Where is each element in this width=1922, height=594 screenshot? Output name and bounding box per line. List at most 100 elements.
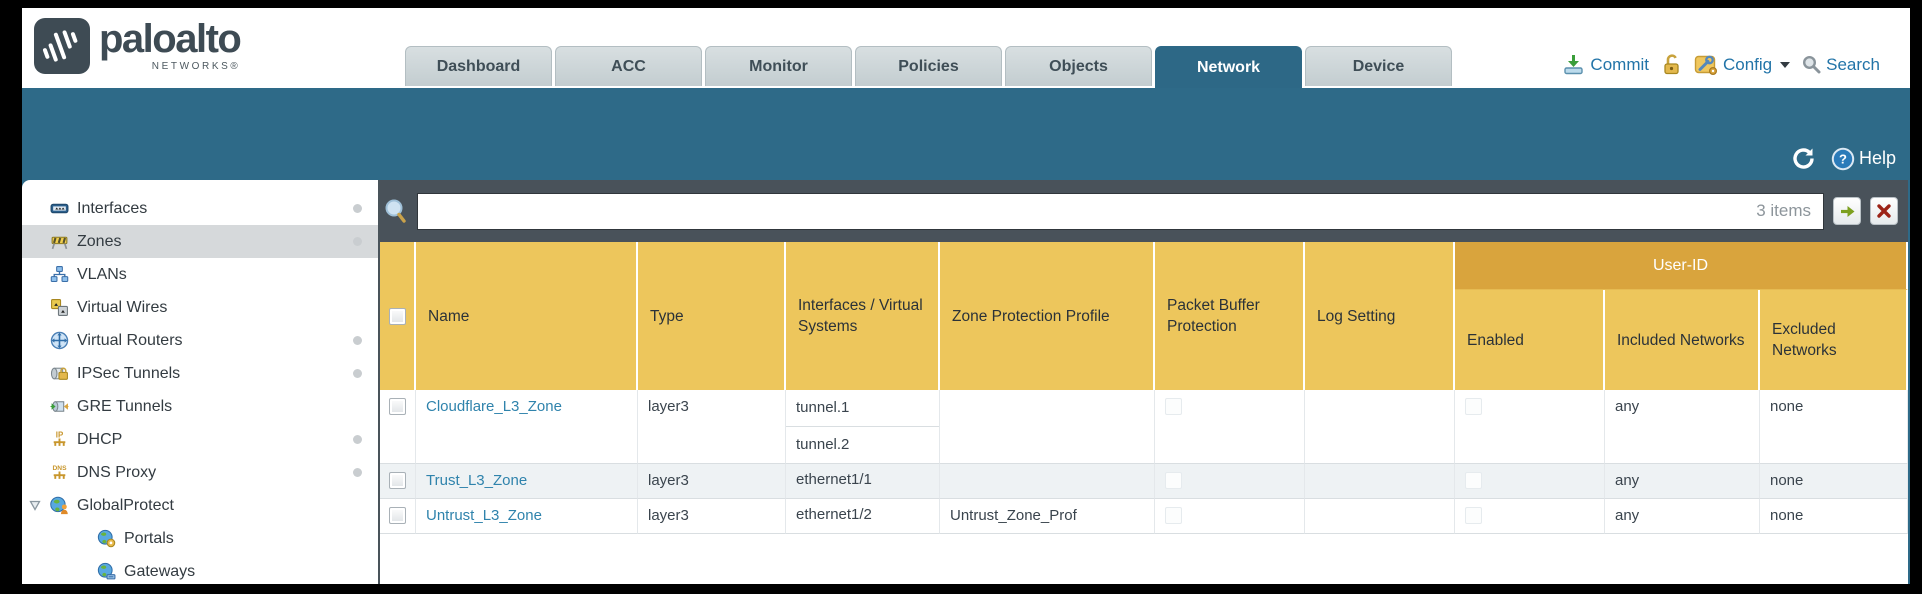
sidebar-item-dns-proxy[interactable]: DNS DNS Proxy xyxy=(22,456,378,489)
filter-input[interactable] xyxy=(417,192,1824,230)
commit-icon xyxy=(1562,53,1585,76)
sidebar-item-gateways[interactable]: Gateways xyxy=(22,555,378,584)
sidebar-item-label: DNS Proxy xyxy=(77,463,157,481)
packet-buffer-protection-checkbox xyxy=(1165,472,1182,489)
tab-policies[interactable]: Policies xyxy=(855,46,1002,86)
col-header-interfaces[interactable]: Interfaces / Virtual Systems xyxy=(786,242,940,390)
sidebar-item-label: Virtual Wires xyxy=(77,298,168,316)
row-checkbox[interactable] xyxy=(389,507,406,524)
brand-logo: paloalto NETWORKS® xyxy=(34,17,242,74)
search-label: Search xyxy=(1826,54,1880,74)
sidebar-item-virtual-routers[interactable]: Virtual Routers xyxy=(22,324,378,357)
user-id-enabled-cell xyxy=(1455,499,1605,534)
user-id-enabled-cell xyxy=(1455,390,1605,464)
config-menu[interactable]: Config xyxy=(1694,53,1791,76)
tab-network[interactable]: Network xyxy=(1155,46,1302,88)
gre-tunnels-icon xyxy=(49,397,69,417)
commit-label: Commit xyxy=(1590,54,1649,74)
zone-type-cell: layer3 xyxy=(638,390,786,464)
sidebar-item-label: Portals xyxy=(124,529,174,547)
status-dot xyxy=(353,468,362,477)
sidebar-item-label: Zones xyxy=(77,232,122,250)
packet-buffer-protection-checkbox xyxy=(1165,398,1182,415)
sidebar-item-label: GRE Tunnels xyxy=(77,397,173,415)
user-id-enabled-checkbox xyxy=(1465,472,1482,489)
excluded-networks-cell: none xyxy=(1760,499,1908,534)
commit-button[interactable]: Commit xyxy=(1562,53,1649,76)
tab-acc[interactable]: ACC xyxy=(555,46,702,86)
sidebar-item-label: Gateways xyxy=(124,562,196,580)
row-checkbox[interactable] xyxy=(389,398,406,415)
status-dot xyxy=(353,435,362,444)
col-header-name[interactable]: Name xyxy=(416,242,638,390)
excluded-networks-cell: none xyxy=(1760,390,1908,464)
status-dot xyxy=(353,237,362,246)
search-icon-top xyxy=(1802,55,1821,74)
col-header-log-setting[interactable]: Log Setting xyxy=(1305,242,1455,390)
tab-device[interactable]: Device xyxy=(1305,46,1452,86)
log-setting-cell xyxy=(1305,499,1455,534)
top-actions: Commit Config xyxy=(1562,53,1880,76)
global-find-button[interactable]: Search xyxy=(1802,55,1880,75)
zone-name-cell: Trust_L3_Zone xyxy=(416,464,638,499)
row-checkbox-cell xyxy=(380,499,416,534)
sidebar-item-vlans[interactable]: VLANs xyxy=(22,258,378,291)
brand-name: paloalto xyxy=(99,17,242,61)
apply-filter-button[interactable] xyxy=(1833,197,1861,225)
clear-filter-button[interactable] xyxy=(1870,197,1898,225)
zone-name-link[interactable]: Trust_L3_Zone xyxy=(426,472,528,489)
sidebar-item-label: GlobalProtect xyxy=(77,496,174,514)
sidebar-item-label: Interfaces xyxy=(77,199,148,217)
col-header-excluded-networks[interactable]: Excluded Networks xyxy=(1760,290,1908,390)
sidebar-item-zones[interactable]: Zones xyxy=(22,225,378,258)
interface-item: tunnel.1 xyxy=(786,390,939,427)
packet-buffer-protection-cell xyxy=(1155,390,1305,464)
band-actions: ? Help xyxy=(1790,145,1896,172)
col-header-included-networks[interactable]: Included Networks xyxy=(1605,290,1760,390)
dns-proxy-icon: DNS xyxy=(49,463,69,483)
user-id-group-header: User-ID xyxy=(1455,242,1908,290)
col-header-type[interactable]: Type xyxy=(638,242,786,390)
row-checkbox[interactable] xyxy=(389,472,406,489)
lock-icon[interactable] xyxy=(1661,53,1682,76)
sidebar-item-ipsec-tunnels[interactable]: IPSec Tunnels xyxy=(22,357,378,390)
tab-monitor[interactable]: Monitor xyxy=(705,46,852,86)
col-header-packet-buffer-protection[interactable]: Packet Buffer Protection xyxy=(1155,242,1305,390)
zone-name-cell: Cloudflare_L3_Zone xyxy=(416,390,638,464)
sidebar-item-label: Virtual Routers xyxy=(77,331,183,349)
ipsec-tunnels-icon xyxy=(49,364,69,384)
col-header-zone-protection-profile[interactable]: Zone Protection Profile xyxy=(940,242,1155,390)
svg-text:DNS: DNS xyxy=(52,465,67,472)
tab-objects[interactable]: Objects xyxy=(1005,46,1152,86)
zone-name-link[interactable]: Cloudflare_L3_Zone xyxy=(426,398,562,415)
config-label: Config xyxy=(1722,54,1773,74)
select-all-checkbox[interactable] xyxy=(388,307,406,325)
zones-icon xyxy=(49,232,69,252)
virtual-wires-icon xyxy=(49,298,69,318)
sidebar-item-portals[interactable]: Portals xyxy=(22,522,378,555)
excluded-networks-cell: none xyxy=(1760,464,1908,499)
sidebar-item-virtual-wires[interactable]: Virtual Wires xyxy=(22,291,378,324)
expand-triangle-icon[interactable] xyxy=(29,500,41,511)
tab-dashboard[interactable]: Dashboard xyxy=(405,46,552,86)
status-dot xyxy=(353,204,362,213)
config-icon xyxy=(1694,53,1718,76)
sidebar-item-gre-tunnels[interactable]: GRE Tunnels xyxy=(22,390,378,423)
globalprotect-icon xyxy=(49,496,69,516)
help-icon: ? xyxy=(1831,147,1855,171)
col-header-enabled[interactable]: Enabled xyxy=(1455,290,1605,390)
refresh-icon[interactable] xyxy=(1790,145,1817,172)
packet-buffer-protection-cell xyxy=(1155,499,1305,534)
brand-sub: NETWORKS® xyxy=(151,61,241,72)
help-button[interactable]: ? Help xyxy=(1831,147,1896,171)
row-checkbox-cell xyxy=(380,464,416,499)
main-panel: 3 items Name Type Interfaces / Virtual S… xyxy=(380,180,1908,584)
sidebar-item-globalprotect[interactable]: GlobalProtect xyxy=(22,489,378,522)
sidebar-item-interfaces[interactable]: Interfaces xyxy=(22,192,378,225)
zone-name-link[interactable]: Untrust_L3_Zone xyxy=(426,507,542,524)
